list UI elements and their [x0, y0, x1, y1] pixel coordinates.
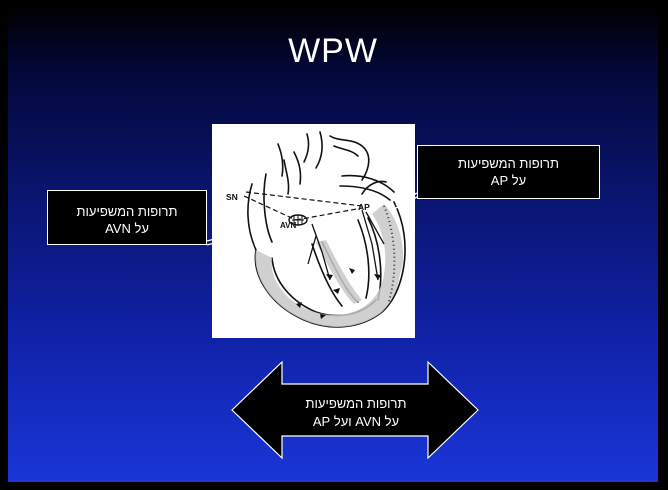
double-arrow-text: תרופות המשפיעות על AVN ועל AP: [280, 395, 432, 431]
callout-avn-line1: תרופות המשפיעות: [48, 203, 206, 220]
callout-ap-drugs: תרופות המשפיעות על AP: [417, 145, 600, 199]
callout-avn-line2: על AVN: [48, 220, 206, 237]
callout-ap-line1: תרופות המשפיעות: [418, 155, 599, 172]
callout-avn-drugs: תרופות המשפיעות על AVN: [47, 190, 207, 245]
slide: WPW: [8, 6, 658, 482]
callout-ap-line2: על AP: [418, 172, 599, 189]
arrow-text-line2: על AVN ועל AP: [280, 413, 432, 431]
arrow-text-line1: תרופות המשפיעות: [280, 395, 432, 413]
